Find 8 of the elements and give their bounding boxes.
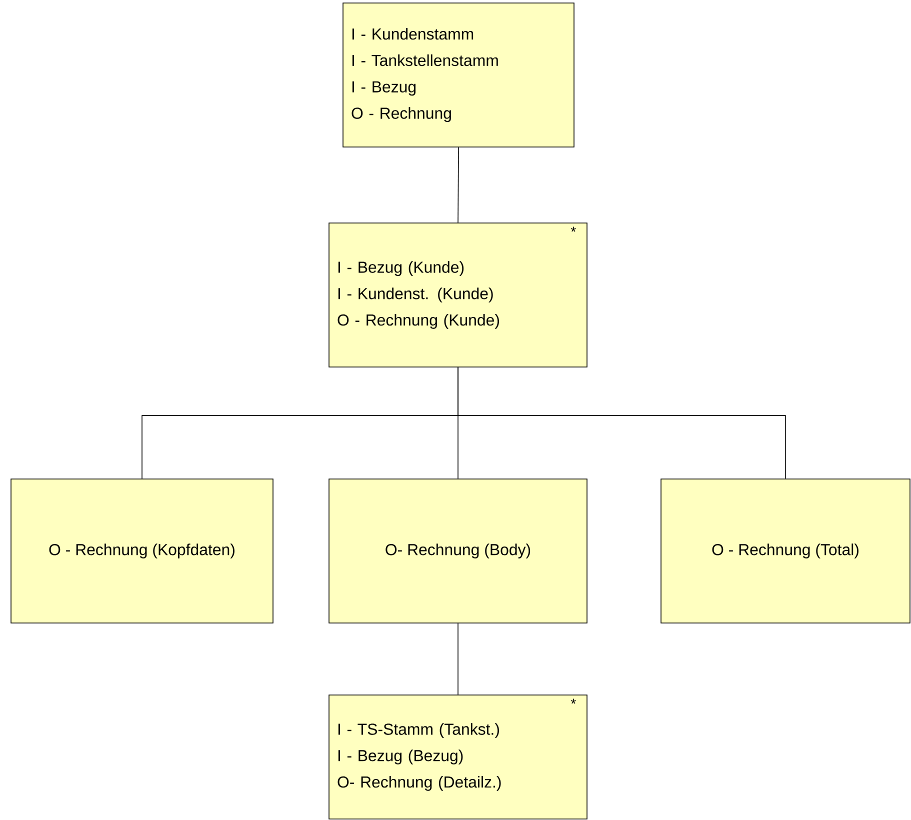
process-box: I - TS-Stamm (Tankst.) I - Bezug (Bezug) O- Rechnung (Detailz.) * xyxy=(328,694,588,820)
connector-line xyxy=(458,147,459,223)
process-box: O - Rechnung (Kopfdaten) xyxy=(10,478,274,624)
process-box: O- Rechnung (Body) xyxy=(328,478,588,624)
process-box: O - Rechnung (Total) xyxy=(660,478,910,624)
connector-line xyxy=(458,367,786,479)
process-box: I - Kundenstamm I - Tankstellenstamm I - Bezug O - Rechnung xyxy=(342,2,574,148)
process-box: I - Bezug (Kunde) I - Kundenst. (Kunde) O - Rechnung (Kunde) * xyxy=(328,222,588,368)
